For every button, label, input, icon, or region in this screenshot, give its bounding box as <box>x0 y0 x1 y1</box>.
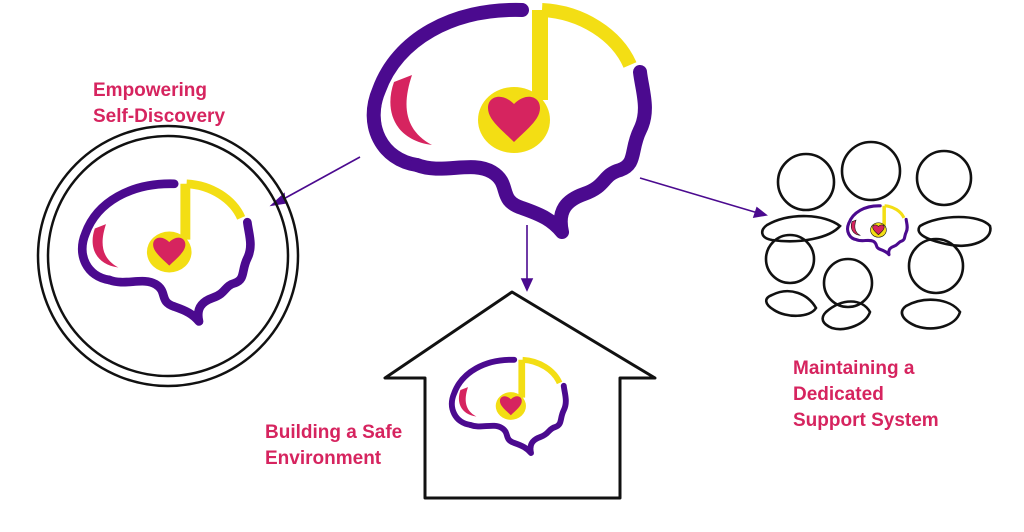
self-discovery-circle-icon <box>36 124 300 388</box>
label-support-system: Maintaining a Dedicated Support System <box>793 356 939 434</box>
central-brain-logo-icon <box>374 10 645 232</box>
label-line: Dedicated <box>793 384 884 405</box>
label-line: Maintaining a <box>793 358 915 379</box>
safe-environment-house-icon <box>383 290 657 500</box>
arrow-to-self-discovery <box>277 156 361 203</box>
label-line: Support System <box>793 410 939 431</box>
support-system-people-icon <box>761 140 992 331</box>
label-line: Building a Safe <box>265 422 403 443</box>
arrows <box>269 156 768 292</box>
label-line: Self-Discovery <box>93 106 226 127</box>
label-self-discovery: Empowering Self-Discovery <box>93 78 225 130</box>
label-line: Environment <box>265 448 382 469</box>
label-line: Empowering <box>93 80 208 101</box>
arrow-to-support-system <box>639 177 759 214</box>
label-safe-environment: Building a Safe Environment <box>265 420 402 472</box>
